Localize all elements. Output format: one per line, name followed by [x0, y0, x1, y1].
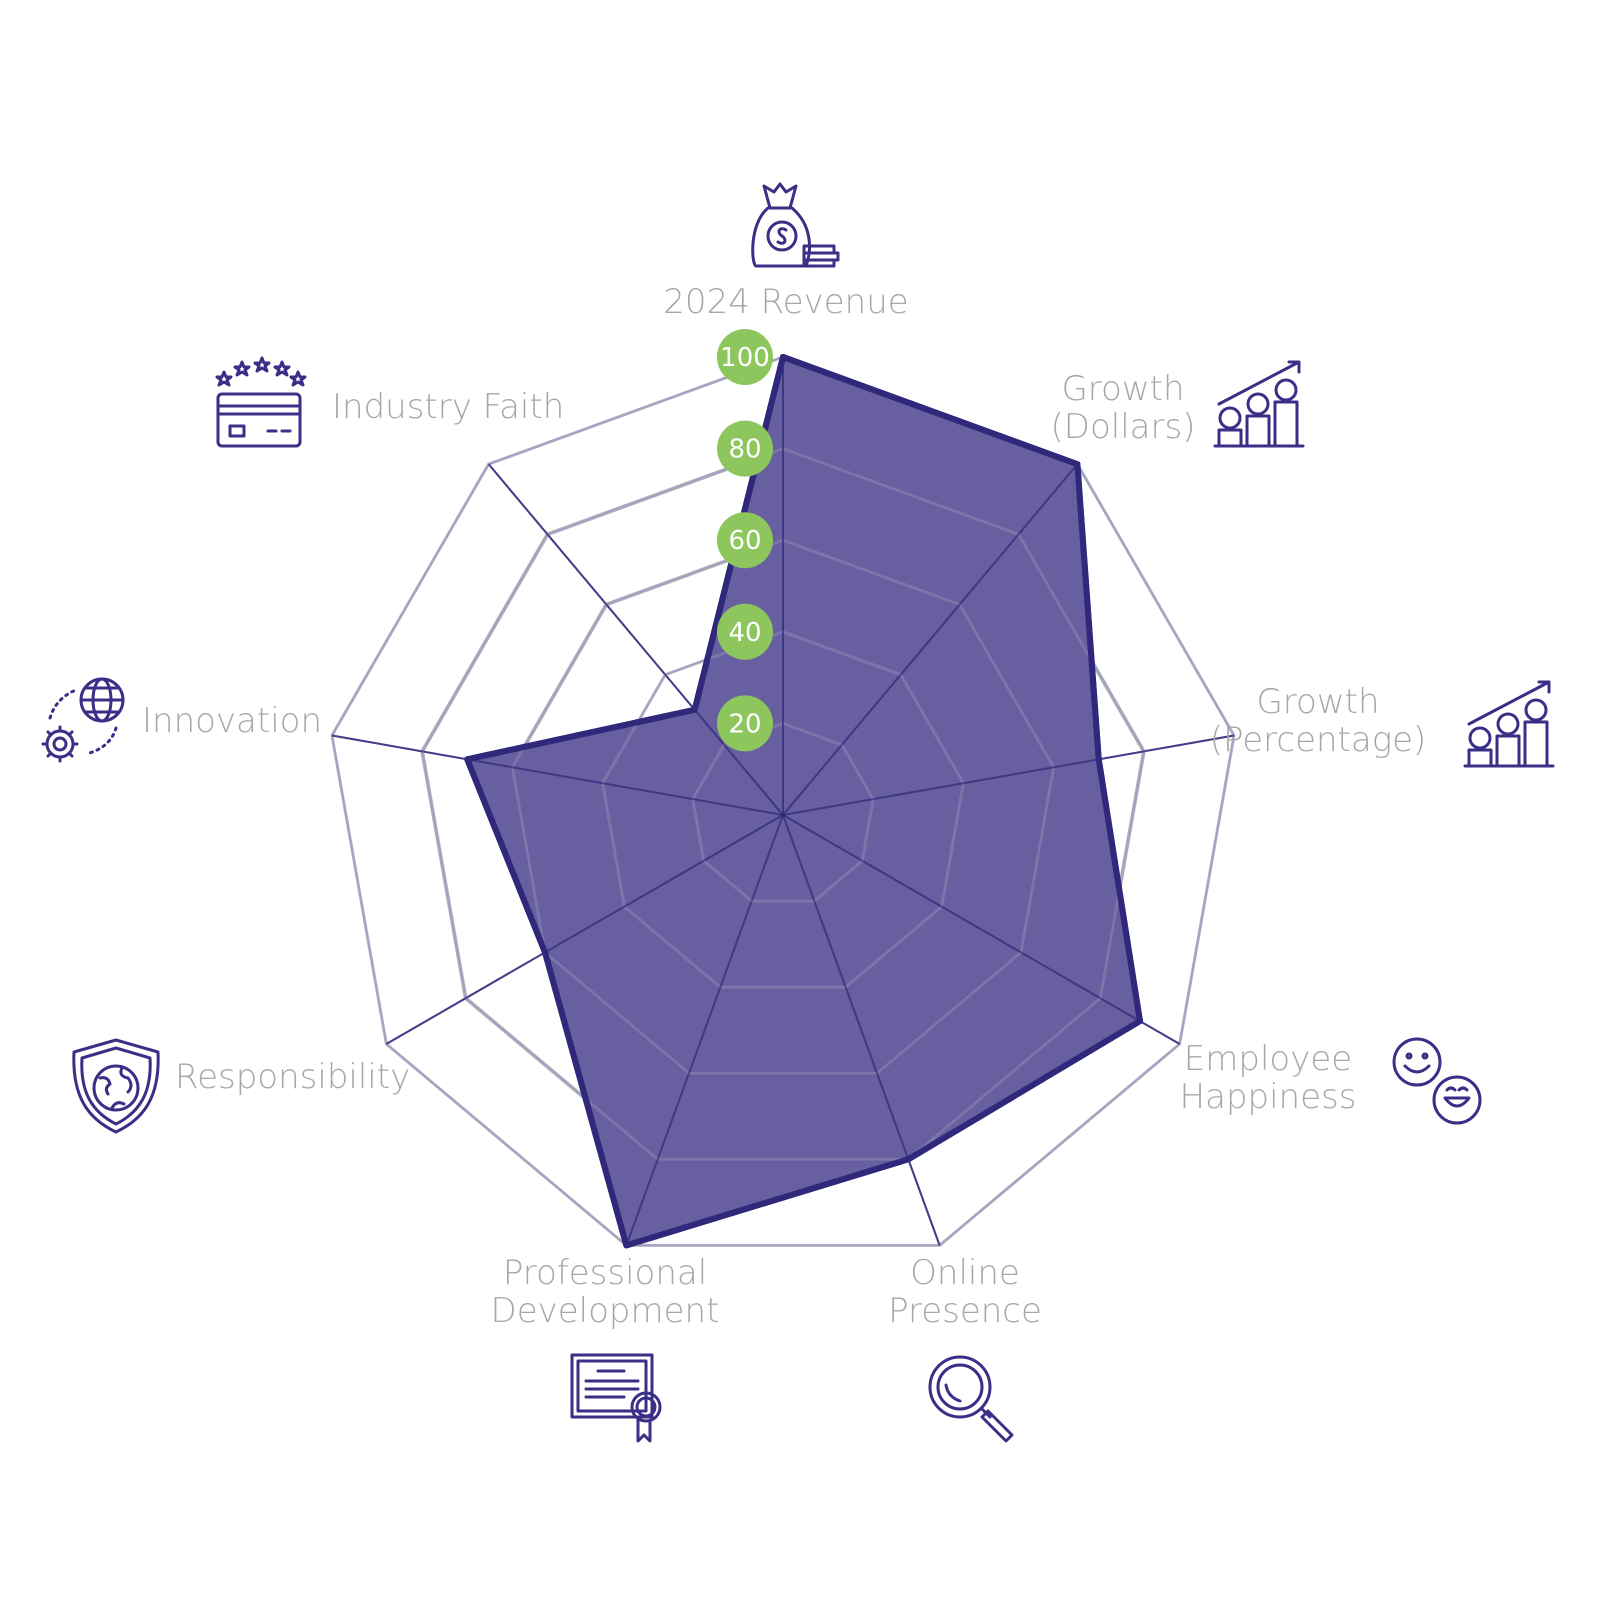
data-point — [623, 1242, 630, 1249]
axis-label-line: (Dollars) — [1051, 407, 1196, 447]
data-point — [905, 1156, 912, 1163]
axis-label-line: Development — [491, 1291, 720, 1331]
axis-label-line: Professional — [503, 1253, 707, 1293]
axis-label-line: Employee — [1184, 1039, 1352, 1079]
axis-label-line: Presence — [888, 1291, 1042, 1331]
tick-label: 40 — [728, 618, 761, 648]
axis-label-line: Growth — [1256, 682, 1379, 722]
globe-gear-icon — [41, 677, 125, 763]
data-point — [780, 354, 786, 360]
axis-label-line: Online — [910, 1253, 1020, 1293]
axis-label: Growth(Dollars) — [1051, 369, 1196, 447]
money-bag-icon — [751, 182, 840, 268]
axis-label: Innovation — [142, 701, 322, 741]
shield-globe-icon — [72, 1038, 160, 1134]
credit-card-stars-icon — [215, 356, 307, 448]
grid-ring-overlay — [691, 721, 875, 903]
tick-label: 100 — [720, 343, 770, 373]
axis-label-line: (Percentage) — [1210, 720, 1427, 760]
axis-label-line: Industry Faith — [332, 387, 564, 427]
axis-label-line: 2024 Revenue — [663, 282, 908, 322]
data-point — [691, 706, 698, 713]
tick-label: 20 — [728, 709, 761, 739]
axis-label-line: Growth — [1061, 369, 1184, 409]
smiley-faces-icon — [1392, 1037, 1482, 1125]
tick-badge — [717, 695, 773, 752]
axis-label: Responsibility — [175, 1057, 410, 1097]
data-point — [1136, 1018, 1143, 1025]
data-point — [1095, 756, 1102, 763]
tick-label: 80 — [728, 435, 761, 465]
axis-spoke-overlay — [782, 814, 1181, 1045]
magnifier-icon — [928, 1355, 1014, 1443]
axis-label: 2024 Revenue — [663, 282, 908, 322]
axis-spoke-overlay — [782, 463, 1079, 816]
grid-ring-overlay — [601, 630, 965, 989]
data-point — [1074, 461, 1081, 468]
axis-spoke-overlay — [782, 814, 941, 1246]
axis-label: Growth(Percentage) — [1210, 682, 1427, 760]
axis-spoke-overlay — [487, 463, 784, 816]
data-point — [464, 756, 471, 763]
tick-badge — [717, 603, 773, 660]
grid-ring-overlay — [510, 538, 1056, 1075]
growth-coins-icon — [1213, 360, 1305, 448]
axis-spoke-overlay — [782, 734, 1235, 816]
data-point — [542, 949, 549, 956]
tick-badge — [717, 329, 773, 385]
grid-ring-overlay — [330, 355, 1236, 1247]
axis-spoke-overlay — [331, 734, 784, 816]
growth-coins-icon — [1463, 680, 1555, 768]
axis-label-line: Happiness — [1180, 1077, 1357, 1117]
certificate-icon — [570, 1353, 662, 1443]
tick-label: 60 — [728, 526, 761, 556]
data-area — [464, 354, 1143, 1249]
axis-label-line: Innovation — [142, 701, 322, 741]
axis-label-line: Responsibility — [175, 1057, 410, 1097]
tick-badge — [717, 420, 773, 477]
axis-label: Industry Faith — [332, 387, 564, 427]
data-outline — [464, 354, 1143, 1249]
axis-spoke-overlay — [385, 814, 784, 1045]
tick-badge — [717, 512, 773, 569]
grid-ring-overlay — [420, 447, 1146, 1161]
axis-spoke-overlay — [625, 814, 784, 1246]
